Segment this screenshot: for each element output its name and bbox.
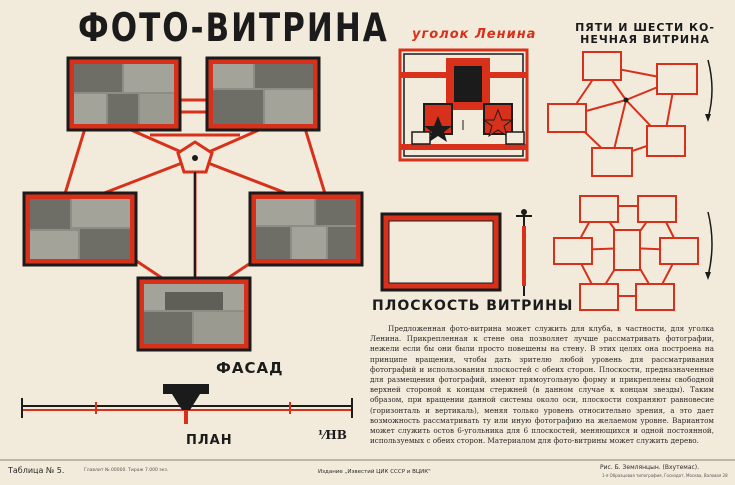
main-title: ФОТО-ВИТРИНА <box>78 6 389 51</box>
polygon-showcase-title-line2: НЕЧНАЯ ВИТРИНА <box>580 33 710 46</box>
plane-label: ПЛОСКОСТЬ ВИТРИНЫ <box>372 298 574 314</box>
artist-monogram: ⅟НВ <box>318 428 347 442</box>
table-number: Таблица № 5. <box>8 466 65 475</box>
description-text: Предложенная фото-витрина может служить … <box>370 324 714 446</box>
publisher-note: Издание „Известий ЦИК СССР и ВЦИК" <box>318 469 431 475</box>
facade-diagram <box>22 56 364 352</box>
printer-note: 1-я Образцовая типография, Госиздат, Мос… <box>602 473 728 478</box>
polygon-showcase-title-line1: ПЯТИ И ШЕСТИ КО- <box>575 21 715 34</box>
imprint-note: Главлит № 00000. Тираж 7.000 экз. <box>84 468 169 473</box>
five-panel-frames <box>547 51 698 177</box>
plane-diagram <box>380 209 532 296</box>
lenin-corner-diagram <box>398 48 529 162</box>
polygon-showcase-title: ПЯТИ И ШЕСТИ КО- НЕЧНАЯ ВИТРИНА <box>560 22 730 46</box>
figure-credit: Рис. Б. Землянцын. (Вхутемас). <box>600 464 700 471</box>
lenin-corner-title: уголок Ленина <box>412 27 537 42</box>
facade-label: ФАСАД <box>216 359 284 377</box>
plan-label: ПЛАН <box>186 433 233 448</box>
six-panel-frames <box>553 195 699 311</box>
plan-diagram <box>21 384 353 424</box>
